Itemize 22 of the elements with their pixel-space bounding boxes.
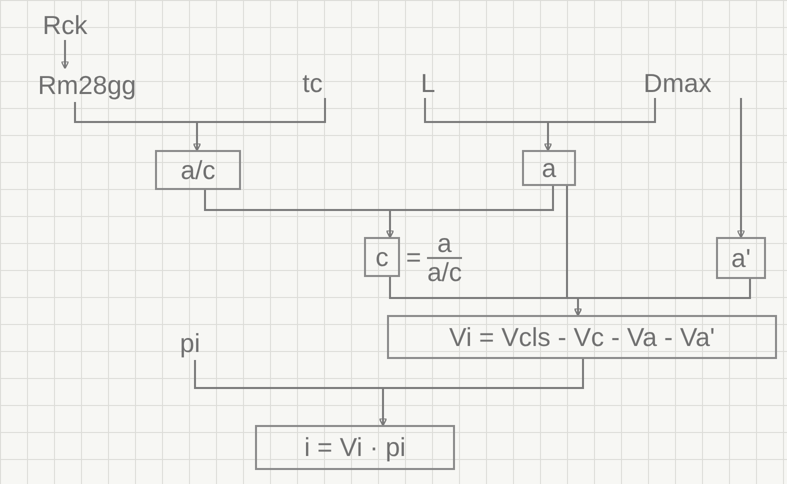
variable-label: pi	[170, 326, 210, 360]
variable-label: Dmax	[615, 68, 740, 98]
formula-box: a	[522, 150, 576, 186]
equals-sign: =	[406, 242, 422, 272]
arrow	[378, 359, 584, 426]
arrow	[192, 98, 326, 152]
formula-box: c	[364, 237, 400, 277]
variable-label: Rm28gg	[12, 68, 162, 102]
arrow	[736, 98, 746, 238]
variable-label: tc	[285, 68, 340, 98]
fraction-numerator: a	[427, 230, 462, 258]
fraction-denominator: a/c	[427, 258, 462, 284]
arrow	[544, 98, 656, 152]
variable-label: L	[410, 68, 446, 98]
formula-box: a/c	[155, 150, 241, 190]
formula-box: i = Vi · pi	[255, 425, 455, 470]
arrow	[60, 40, 70, 70]
variable-label: Rck	[30, 10, 100, 40]
arrow	[574, 279, 751, 316]
formula-box: a'	[716, 237, 766, 279]
formula-box: Vi = Vcls - Vc - Va - Va'	[387, 315, 777, 359]
arrow	[386, 186, 554, 238]
